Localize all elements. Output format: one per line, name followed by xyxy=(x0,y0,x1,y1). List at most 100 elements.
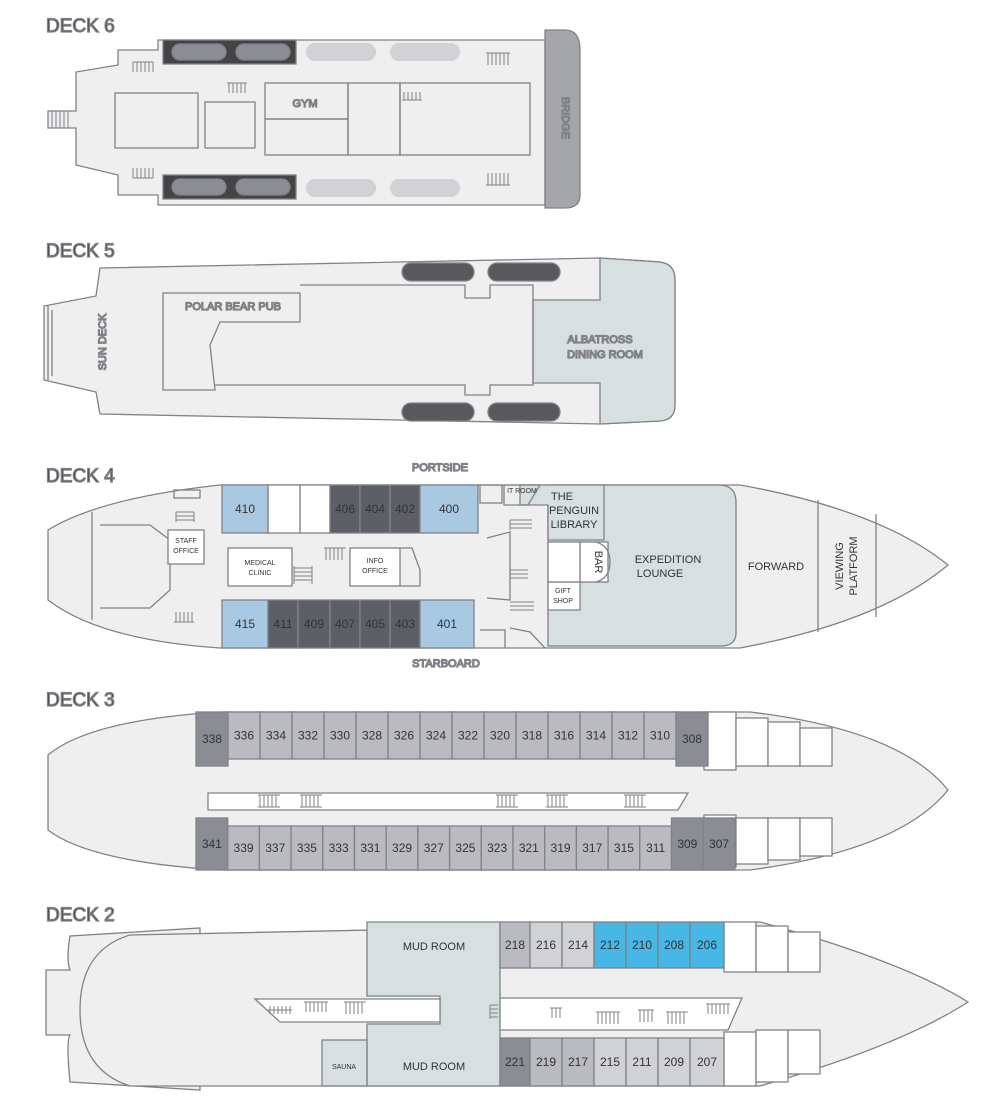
lounge-label-1: EXPEDITION xyxy=(635,554,702,566)
it-room-label: IT ROOM xyxy=(507,488,537,495)
corridor xyxy=(499,997,743,1031)
cabin-308 xyxy=(675,711,709,767)
cabin-219-label: 219 xyxy=(536,1055,556,1069)
corridor xyxy=(253,998,441,1023)
tender xyxy=(390,179,460,197)
room xyxy=(114,92,199,149)
cabin-336-label: 336 xyxy=(234,729,254,743)
cabin-333 xyxy=(322,825,356,871)
cabin-212-label: 212 xyxy=(600,938,620,952)
cabin-324 xyxy=(419,711,453,760)
cabin-415 xyxy=(221,599,269,649)
library-label-1: THE xyxy=(551,491,573,503)
albatross-dining-room xyxy=(532,257,676,425)
cabin-207-label: 207 xyxy=(697,1055,717,1069)
cabin-307 xyxy=(702,817,736,871)
stairs-icon xyxy=(174,511,534,623)
deck3-title: DECK 3 xyxy=(46,690,115,711)
cabin-311 xyxy=(639,825,673,871)
cabin-317 xyxy=(575,825,609,871)
cabin-206-label: 206 xyxy=(697,938,717,952)
polar-bear-pub xyxy=(162,292,301,391)
cabin-338-label: 338 xyxy=(202,732,222,746)
cabin-401 xyxy=(419,599,475,649)
stairs-icon xyxy=(268,1001,730,1024)
deck2-plan xyxy=(45,921,970,1091)
cabin-320 xyxy=(483,711,517,760)
bridge-label: BRIDGE xyxy=(559,97,571,139)
cabin-336 xyxy=(227,711,261,760)
cabin-404 xyxy=(359,484,391,534)
cabin-209 xyxy=(657,1037,691,1087)
cabin-314-label: 314 xyxy=(586,729,606,743)
cabin-333-label: 333 xyxy=(329,841,349,855)
cabin-328 xyxy=(355,711,389,760)
cabin-405-label: 405 xyxy=(365,617,385,631)
deck6-hull xyxy=(47,39,546,206)
cabin-403 xyxy=(389,599,421,649)
cabin-209-label: 209 xyxy=(664,1055,684,1069)
viewing-label-1: VIEWING xyxy=(834,542,846,590)
cabin-307-label: 307 xyxy=(709,837,729,851)
cabin-410-label: 410 xyxy=(235,502,255,516)
cabin-318 xyxy=(515,711,549,760)
pub-label: POLAR BEAR PUB xyxy=(185,301,281,313)
room xyxy=(547,541,581,583)
deck4-title: DECK 4 xyxy=(46,466,115,487)
starboard-label: STARBOARD xyxy=(412,658,480,670)
cabin-206 xyxy=(689,921,725,969)
cabin-321-label: 321 xyxy=(519,841,539,855)
lifeboat xyxy=(235,178,291,196)
library-label-3: LIBRARY xyxy=(551,519,599,531)
cabin-325-label: 325 xyxy=(455,841,475,855)
cabin-407 xyxy=(329,599,361,649)
portside-label: PORTSIDE xyxy=(412,462,468,474)
cabin-406-label: 406 xyxy=(335,502,355,516)
cabin-332 xyxy=(291,711,325,760)
cabin-404-label: 404 xyxy=(365,502,385,516)
cabin-216-label: 216 xyxy=(536,938,556,952)
deck6-title: DECK 6 xyxy=(46,16,115,37)
cabin-400-label: 400 xyxy=(439,502,459,516)
medical-clinic xyxy=(227,547,293,587)
cabin-400 xyxy=(419,484,479,534)
lounge-label-2: LOUNGE xyxy=(637,568,683,580)
dining-label-1: ALBATROSS xyxy=(567,334,632,346)
cabin-331 xyxy=(353,825,387,871)
cabin-339-label: 339 xyxy=(234,841,254,855)
cabin-405 xyxy=(359,599,391,649)
cabin-409 xyxy=(297,599,331,649)
cabin-312-label: 312 xyxy=(618,729,638,743)
cabin-326-label: 326 xyxy=(394,729,414,743)
cabin-409-label: 409 xyxy=(304,617,324,631)
cabin-403-label: 403 xyxy=(395,617,415,631)
stairwell xyxy=(480,531,546,649)
forward-label: FORWARD xyxy=(748,561,804,573)
room xyxy=(173,489,201,499)
cabin-331-label: 331 xyxy=(360,841,380,855)
cabin-211-label: 211 xyxy=(632,1055,651,1069)
gift-shop xyxy=(547,581,581,611)
cabin-329 xyxy=(385,825,419,871)
dining-label-2: DINING ROOM xyxy=(567,349,643,361)
cabin-309 xyxy=(670,817,704,871)
lifeboat xyxy=(487,262,561,282)
lifeboat xyxy=(235,43,291,61)
lifeboat xyxy=(401,262,475,282)
cabin-341-label: 341 xyxy=(202,837,222,851)
cabin-338 xyxy=(195,711,229,767)
lifeboat xyxy=(487,402,561,422)
tender xyxy=(306,179,376,197)
cabin-325 xyxy=(448,825,482,871)
cabin-314 xyxy=(579,711,613,760)
clinic-label-2: CLINIC xyxy=(249,570,272,577)
cabin-215 xyxy=(593,1037,627,1087)
cabin-415-label: 415 xyxy=(235,617,255,631)
cabin-210 xyxy=(625,921,659,969)
info-office-label-1: INFO xyxy=(367,558,384,565)
cabin-330-label: 330 xyxy=(330,729,350,743)
